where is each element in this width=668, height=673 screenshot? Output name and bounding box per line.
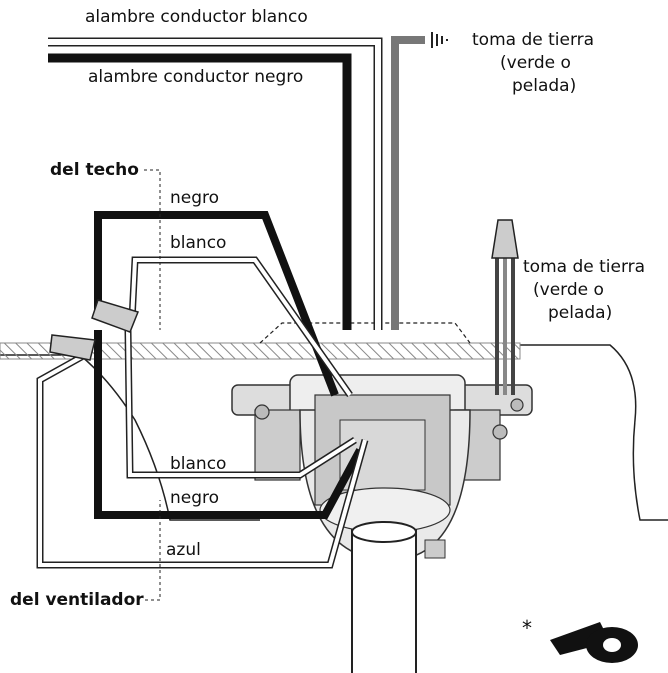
electrical-tape-icon bbox=[550, 622, 638, 663]
ground-icon bbox=[431, 32, 448, 48]
ground-right-label-1: toma de tierra bbox=[523, 257, 645, 277]
leader-fan bbox=[145, 500, 161, 601]
ground-top-label-1: toma de tierra bbox=[472, 30, 594, 50]
ground-wire-top bbox=[391, 36, 425, 330]
black-lower-label: negro bbox=[170, 488, 219, 508]
from-fan-label: del ventilador bbox=[10, 590, 144, 610]
white-supply-label: alambre conductor blanco bbox=[85, 7, 308, 27]
mounting-bracket bbox=[231, 374, 533, 481]
fan-black-wire bbox=[94, 330, 364, 519]
ground-top-label-3: pelada) bbox=[512, 76, 576, 96]
leader-ceiling bbox=[144, 169, 161, 330]
wire-nut-icon bbox=[49, 299, 140, 361]
white-lower-label: blanco bbox=[170, 454, 226, 474]
outlet-box-dashed bbox=[259, 322, 471, 344]
ground-wire-right bbox=[491, 219, 519, 395]
black-supply-wire bbox=[48, 53, 352, 330]
black-supply-label: alambre conductor negro bbox=[88, 67, 303, 87]
ground-right-label-3: pelada) bbox=[548, 303, 612, 323]
ground-right-label-2: (verde o bbox=[533, 280, 604, 300]
ground-top-label-2: (verde o bbox=[500, 53, 571, 73]
blue-label: azul bbox=[166, 540, 201, 560]
black-upper-label: negro bbox=[170, 188, 219, 208]
from-ceiling-label: del techo bbox=[50, 160, 139, 180]
downrod bbox=[351, 529, 417, 673]
asterisk-note: * bbox=[522, 616, 532, 640]
white-upper-label: blanco bbox=[170, 233, 226, 253]
